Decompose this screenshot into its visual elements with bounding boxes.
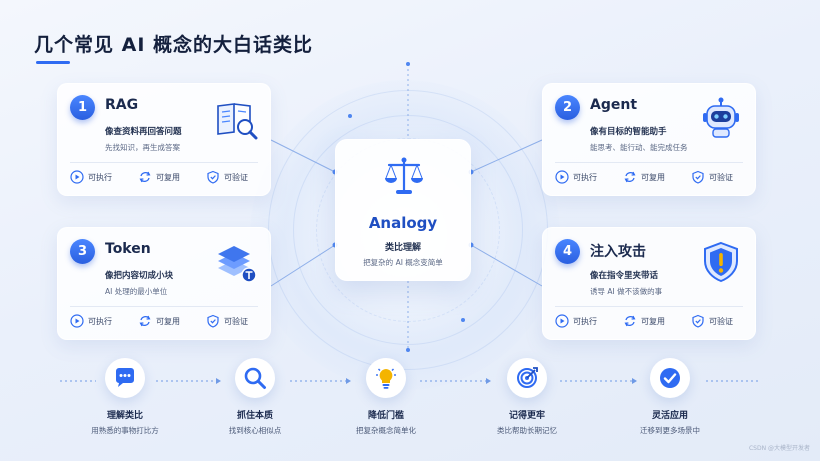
connector-rag xyxy=(270,139,336,173)
card-subtitle: 像把内容切成小块 xyxy=(105,271,174,281)
card-number: 3 xyxy=(70,239,95,264)
connector-dot-top xyxy=(406,62,410,66)
step-lower-threshold[interactable]: 降低门槛 把复杂概念简单化 xyxy=(326,358,446,436)
center-title: Analogy xyxy=(368,214,438,232)
shield-check-icon xyxy=(692,170,704,184)
flow-arrow-3 xyxy=(486,378,491,384)
page-title: 几个常见 AI 概念的大白话类比 xyxy=(34,34,314,56)
connector-agent xyxy=(470,139,543,173)
lightbulb-icon xyxy=(376,368,396,389)
shield-check-icon xyxy=(207,170,219,184)
tag-reusable: 可复用 xyxy=(138,170,180,184)
card-divider xyxy=(70,306,258,307)
tag-verifiable: 可验证 xyxy=(691,314,733,328)
tag-verifiable: 可验证 xyxy=(206,314,248,328)
step-title: 降低门槛 xyxy=(367,411,404,421)
play-circle-icon xyxy=(70,170,84,184)
connector-injection xyxy=(470,244,543,287)
card-subtitle: 像有目标的智能助手 xyxy=(590,127,667,137)
card-title: Agent xyxy=(590,97,638,113)
tag-reusable: 可复用 xyxy=(623,314,665,328)
card-agent[interactable]: 2 Agent 像有目标的智能助手 能思考、能行动、能完成任务 可执行 可复用 … xyxy=(542,83,756,196)
orbit-dot-2 xyxy=(461,318,465,322)
tag-reusable: 可复用 xyxy=(138,314,180,328)
step-title: 理解类比 xyxy=(106,411,143,421)
play-circle-icon xyxy=(555,170,569,184)
tag-executable: 可执行 xyxy=(70,314,112,328)
flow-arrow-4 xyxy=(632,378,637,384)
card-number: 1 xyxy=(70,95,95,120)
card-description: 能思考、能行动、能完成任务 xyxy=(590,143,688,152)
step-flexible-application[interactable]: 灵活应用 迁移到更多场景中 xyxy=(610,358,730,436)
flow-arrow-1 xyxy=(216,378,221,384)
step-description: 把复杂概念简单化 xyxy=(356,426,416,435)
shield-check-icon xyxy=(207,314,219,328)
card-subtitle: 像在指令里夹带话 xyxy=(590,271,659,281)
card-number: 4 xyxy=(555,239,580,264)
card-token[interactable]: 3 Token 像把内容切成小块 AI 处理的最小单位 可执行 可复用 可验证 xyxy=(57,227,271,340)
center-analogy-card[interactable]: Analogy 类比理解 把复杂的 AI 概念变简单 xyxy=(335,139,471,281)
magnifier-icon xyxy=(244,367,266,389)
card-title: 注入攻击 xyxy=(590,244,646,260)
card-title: Token xyxy=(105,241,151,257)
card-divider xyxy=(555,162,743,163)
book-search-icon xyxy=(217,103,258,140)
shield-alert-icon xyxy=(704,241,738,283)
play-circle-icon xyxy=(555,314,569,328)
step-description: 迁移到更多场景中 xyxy=(640,426,700,435)
tag-verifiable: 可验证 xyxy=(691,170,733,184)
card-rag[interactable]: 1 RAG 像查资料再回答问题 先找知识，再生成答案 可执行 可复用 可验证 xyxy=(57,83,271,196)
robot-icon xyxy=(703,97,739,138)
step-title: 抓住本质 xyxy=(236,411,273,421)
play-circle-icon xyxy=(70,314,84,328)
balance-scale-icon xyxy=(385,157,423,194)
shield-check-icon xyxy=(692,314,704,328)
tag-executable: 可执行 xyxy=(555,170,597,184)
step-title: 灵活应用 xyxy=(651,411,688,421)
title-underline xyxy=(36,61,70,64)
target-icon xyxy=(517,367,538,388)
step-description: 找到核心相似点 xyxy=(228,426,282,435)
chat-bubble-icon xyxy=(116,368,134,387)
card-divider xyxy=(70,162,258,163)
card-divider xyxy=(555,306,743,307)
check-circle-icon xyxy=(660,368,680,388)
card-description: 诱导 AI 做不该做的事 xyxy=(590,287,663,296)
connector-token xyxy=(270,244,336,287)
card-title: RAG xyxy=(105,97,139,113)
refresh-icon xyxy=(624,315,636,327)
tag-executable: 可执行 xyxy=(70,170,112,184)
refresh-icon xyxy=(624,171,636,183)
step-title: 记得更牢 xyxy=(508,411,545,421)
tag-verifiable: 可验证 xyxy=(206,170,248,184)
step-description: 用熟悉的事物打比方 xyxy=(91,426,159,435)
connector-dot-bottom xyxy=(406,348,410,352)
watermark: CSDN @大模型开发者 xyxy=(748,445,810,452)
card-description: 先找知识，再生成答案 xyxy=(105,143,180,152)
step-remember-better[interactable]: 记得更牢 类比帮助长期记忆 xyxy=(467,358,587,436)
center-description: 把复杂的 AI 概念变简单 xyxy=(363,258,443,267)
card-injection-attack[interactable]: 4 注入攻击 像在指令里夹带话 诱导 AI 做不该做的事 可执行 可复用 可验证 xyxy=(542,227,756,340)
step-understand-analogy[interactable]: 理解类比 用熟悉的事物打比方 xyxy=(65,358,185,436)
token-stack-icon xyxy=(218,246,257,283)
refresh-icon xyxy=(139,171,151,183)
orbit-dot-1 xyxy=(348,114,352,118)
card-subtitle: 像查资料再回答问题 xyxy=(105,127,182,137)
step-description: 类比帮助长期记忆 xyxy=(497,426,557,435)
card-number: 2 xyxy=(555,95,580,120)
refresh-icon xyxy=(139,315,151,327)
center-subtitle: 类比理解 xyxy=(384,243,421,253)
tag-executable: 可执行 xyxy=(555,314,597,328)
tag-reusable: 可复用 xyxy=(623,170,665,184)
card-description: AI 处理的最小单位 xyxy=(105,287,168,296)
flow-arrow-2 xyxy=(346,378,351,384)
step-grasp-essence[interactable]: 抓住本质 找到核心相似点 xyxy=(195,358,315,436)
